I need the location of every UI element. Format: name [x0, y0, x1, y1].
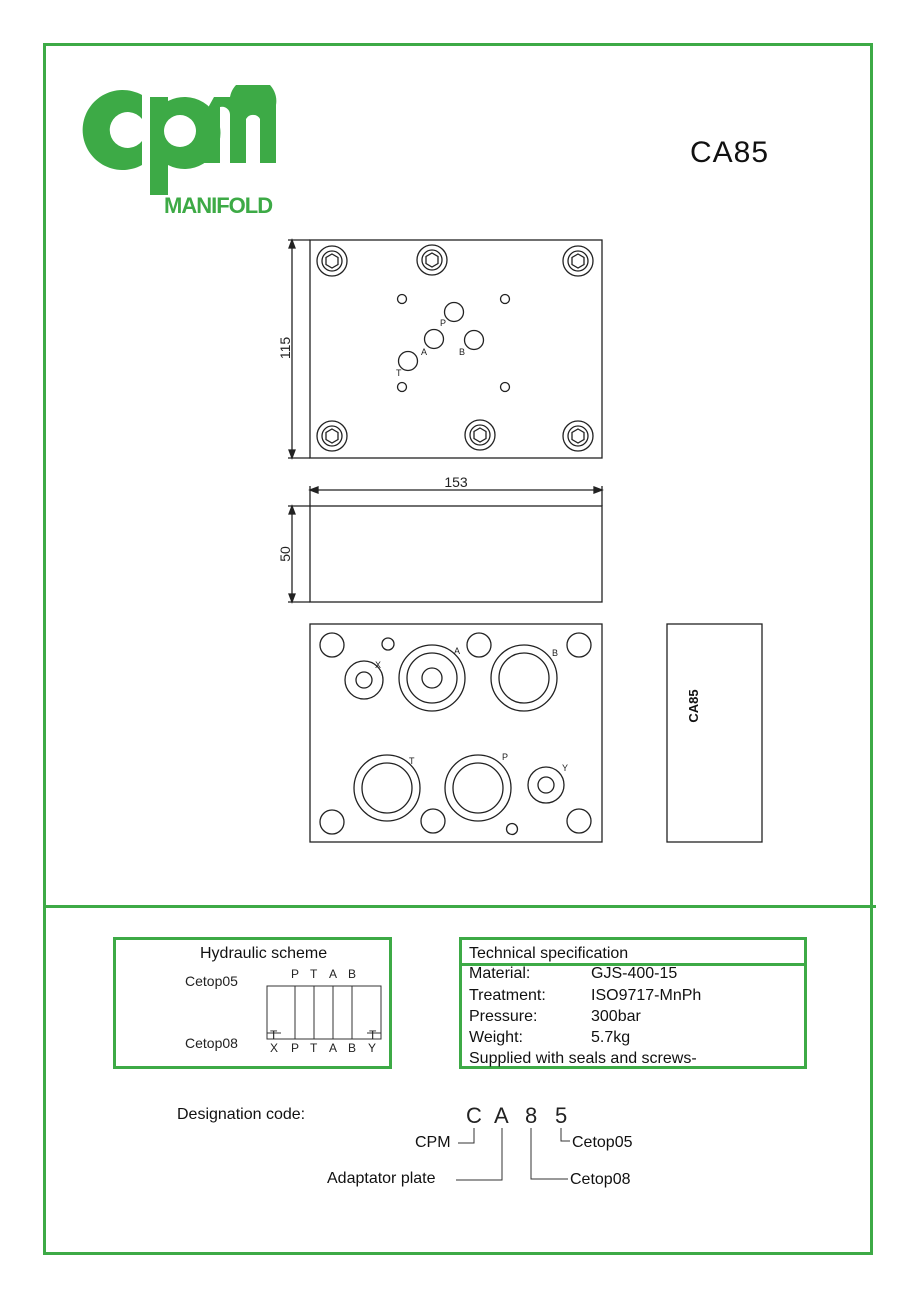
code-letter-c: C: [466, 1103, 482, 1128]
spec-weight-label: Weight:: [469, 1029, 523, 1046]
spec-material-label: Material:: [469, 965, 531, 982]
section-divider: [43, 905, 876, 908]
svg-text:P: P: [502, 752, 508, 762]
svg-text:Y: Y: [562, 763, 568, 773]
spec-pressure-value: 300bar: [591, 1008, 641, 1025]
svg-text:A: A: [454, 646, 460, 656]
dim-height-50: 50: [277, 546, 293, 562]
bottom-view-outline: [309, 623, 603, 843]
bolt-bottom-mid: [464, 419, 496, 451]
designation-label: Designation code:: [177, 1106, 306, 1123]
dim-height-115: 115: [277, 337, 293, 360]
spec-title-rule: [462, 963, 804, 966]
svg-text:X: X: [375, 660, 381, 670]
svg-text:T: T: [396, 368, 402, 378]
bolt-top-mid: [416, 244, 448, 276]
end-view-label: CA85: [686, 689, 701, 722]
hydraulic-scheme-panel: Hydraulic scheme Cetop05 Cetop08 P T A B…: [113, 937, 392, 1069]
scheme-bottom-label: Cetop08: [185, 1035, 238, 1051]
callout-cetop08: Cetop08: [570, 1171, 631, 1188]
code-letter-a: A: [494, 1103, 509, 1128]
svg-text:B: B: [459, 347, 465, 357]
product-code: CA85: [690, 136, 770, 169]
code-letter-8: 8: [525, 1103, 538, 1128]
scheme-diagram: [266, 985, 382, 1040]
svg-text:A: A: [421, 347, 427, 357]
spec-pressure-label: Pressure:: [469, 1008, 538, 1025]
spec-weight-value: 5.7kg: [591, 1029, 631, 1046]
technical-specification-panel: Technical specification Material: GJS-40…: [459, 937, 807, 1069]
callout-adaptor-plate: Adaptator plate: [327, 1170, 436, 1187]
bolt-top-right: [562, 245, 594, 277]
spec-material-value: GJS-400-15: [591, 965, 678, 982]
designation-leader-lines: [456, 1128, 570, 1181]
bolt-bottom-left: [316, 420, 348, 452]
spec-treatment-value: ISO9717-MnPh: [591, 987, 702, 1004]
page-frame: [43, 43, 873, 1255]
spec-treatment-label: Treatment:: [469, 987, 546, 1004]
svg-text:B: B: [552, 648, 558, 658]
technical-specification-title: Technical specification: [469, 945, 629, 962]
code-letter-5: 5: [555, 1103, 568, 1128]
callout-cpm: CPM: [415, 1134, 451, 1151]
technical-drawing: 115 P A B T 153 50 X A B: [277, 238, 763, 843]
scheme-top-label: Cetop05: [185, 973, 238, 989]
hydraulic-scheme-title: Hydraulic scheme: [200, 945, 328, 962]
bolt-bottom-right: [562, 420, 594, 452]
logo-subtitle: MANIFOLD: [164, 193, 272, 217]
side-view-outline: [309, 505, 603, 603]
spec-note: Supplied with seals and screws-: [469, 1050, 697, 1067]
svg-text:T: T: [409, 756, 415, 766]
dim-width-153: 153: [444, 474, 468, 490]
cpm-manifold-logo: MANIFOLD: [82, 85, 277, 217]
top-view-outline: [309, 239, 603, 459]
bolt-top-left: [316, 245, 348, 277]
callout-cetop05: Cetop05: [572, 1134, 633, 1151]
svg-text:P: P: [440, 318, 446, 328]
end-view-outline: [666, 623, 763, 843]
